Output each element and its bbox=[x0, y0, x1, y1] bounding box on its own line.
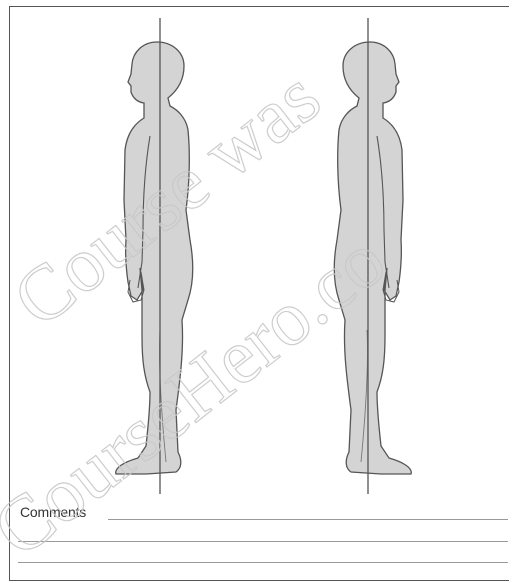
comments-label: Comments bbox=[20, 504, 86, 520]
posture-figures bbox=[0, 0, 513, 500]
figure-facing-right bbox=[334, 18, 411, 494]
body-silhouette-right bbox=[334, 42, 411, 474]
figure-facing-left bbox=[116, 18, 193, 494]
comments-line-2[interactable] bbox=[18, 541, 508, 542]
comments-line-3[interactable] bbox=[18, 562, 508, 563]
comments-line-1[interactable] bbox=[108, 519, 508, 520]
body-silhouette-left bbox=[116, 42, 193, 474]
